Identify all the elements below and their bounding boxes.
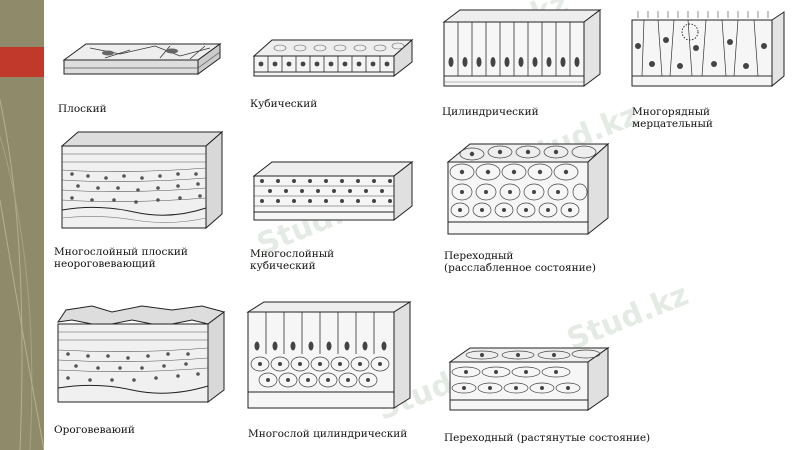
tissue-simple-columnar: [442, 9, 602, 87]
diagram-canvas: Stud.kz Stud.kz Stud.kz Stud.kz Stud.kz …: [44, 0, 800, 450]
label-mnogoryadny: Многорядный мерцательный: [632, 106, 713, 130]
tissue-keratinized: [56, 305, 226, 403]
slide-accent-bar: [0, 47, 44, 77]
label-ploskiy: Плоский: [58, 103, 107, 115]
sidebar-decoration: [0, 98, 44, 450]
label-mnogosloyny-plosky: Многослойный плоский неороговевающий: [54, 246, 188, 270]
tissue-stratified-squamous: [60, 130, 224, 230]
label-kubicheskiy: Кубический: [250, 98, 318, 110]
tissue-stratified-columnar: [246, 301, 412, 409]
tissue-transitional-relaxed: [446, 142, 610, 236]
tissue-simple-cuboidal: [252, 38, 414, 78]
label-mnogosloyny-kub: Многослойный кубический: [250, 248, 335, 272]
tissue-stratified-cuboidal: [252, 160, 414, 222]
label-tsilindricheskiy: Цилиндрический: [442, 106, 539, 118]
label-perekhodny-rast: Переходный (растянутые состояние): [444, 432, 651, 444]
label-mnogosloy-tsil: Многослой цилиндрический: [248, 428, 408, 440]
tissue-transitional-stretched: [448, 347, 610, 411]
label-orogovevayuiy: Ороговеваюий: [54, 424, 135, 436]
label-perekhodny-rassl: Переходный (расслабленное состояние): [444, 250, 596, 274]
tissue-pseudostratified-ciliated: [631, 11, 785, 88]
tissue-simple-squamous: [62, 43, 222, 75]
